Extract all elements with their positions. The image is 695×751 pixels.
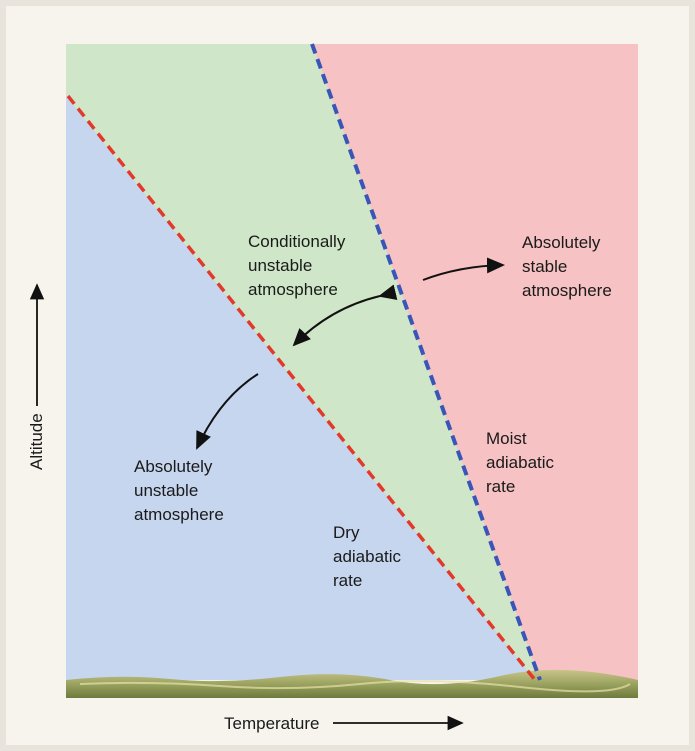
svg-text:rate: rate bbox=[486, 477, 515, 496]
x-axis-label: Temperature bbox=[224, 714, 464, 733]
plot-area bbox=[66, 43, 638, 698]
y-axis-label: Altitude bbox=[27, 283, 46, 470]
svg-text:stable: stable bbox=[522, 257, 567, 276]
dry-adiabatic-line bbox=[66, 94, 537, 682]
absolutely-stable-label: Absolutely stable atmosphere bbox=[522, 233, 612, 300]
svg-text:unstable: unstable bbox=[248, 256, 312, 275]
svg-text:atmosphere: atmosphere bbox=[522, 281, 612, 300]
svg-text:Absolutely: Absolutely bbox=[134, 457, 213, 476]
svg-text:unstable: unstable bbox=[134, 481, 198, 500]
svg-text:Conditionally: Conditionally bbox=[248, 232, 346, 251]
moist-adiabatic-label: Moist adiabatic rate bbox=[486, 429, 555, 496]
svg-text:Absolutely: Absolutely bbox=[522, 233, 601, 252]
stable-arrow bbox=[422, 257, 505, 281]
svg-text:Moist: Moist bbox=[486, 429, 527, 448]
moist-adiabatic-line bbox=[310, 43, 542, 681]
svg-text:Altitude: Altitude bbox=[27, 413, 46, 470]
svg-text:atmosphere: atmosphere bbox=[134, 505, 224, 524]
conditionally-unstable-label: Conditionally unstable atmosphere bbox=[248, 232, 346, 299]
svg-text:adiabatic: adiabatic bbox=[333, 547, 402, 566]
svg-text:atmosphere: atmosphere bbox=[248, 280, 338, 299]
unstable-arrow bbox=[196, 373, 259, 450]
svg-text:Dry: Dry bbox=[333, 523, 360, 542]
conditional-double-arrow bbox=[292, 284, 398, 347]
svg-text:rate: rate bbox=[333, 571, 362, 590]
absolutely-unstable-label: Absolutely unstable atmosphere bbox=[134, 457, 224, 524]
dry-adiabatic-label: Dry adiabatic rate bbox=[333, 523, 402, 590]
svg-text:adiabatic: adiabatic bbox=[486, 453, 555, 472]
svg-text:Temperature: Temperature bbox=[224, 714, 319, 733]
